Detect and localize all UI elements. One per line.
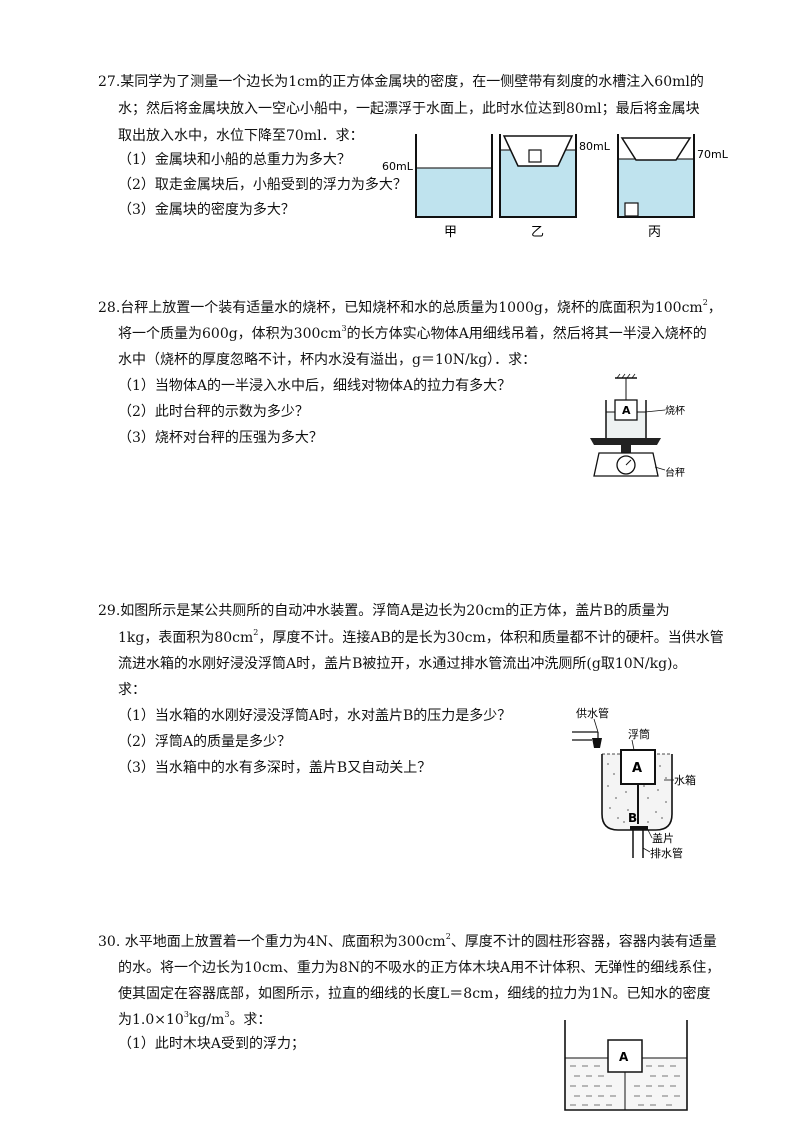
q29-line-3: 流进水箱的水刚好浸没浮筒A时，盖片B被拉开，水通过排水管流出冲洗厕所(g取10N… <box>118 656 687 672</box>
q29-figure: 供水管 A 浮筒 B 水箱 盖片 排水管 <box>572 706 696 860</box>
label-drain: 排水管 <box>650 846 683 860</box>
q30-figure: A <box>564 1020 688 1111</box>
q30-line-1: 30. 水平地面上放置着一个重力为4N、底面积为300cm2、厚度不计的圆柱形容… <box>98 932 717 951</box>
svg-text:A: A <box>622 404 631 417</box>
q27-subquestion-3: （3）金属块的密度为多大？ <box>118 202 295 218</box>
q29-line-1: 29.如图所示是某公共厕所的自动冲水装置。浮筒A是边长为20cm的正方体，盖片B… <box>98 603 670 619</box>
q29-subquestion-3: （3）当水箱中的水有多深时，盖片B又自动关上？ <box>118 760 432 776</box>
caption-bing: 丙 <box>648 225 661 240</box>
cylindrical-container <box>564 1020 688 1111</box>
q30-line-2: 的水。将一个边长为10cm、重力为8N的不吸水的正方体木块A用不计体积、无弹性的… <box>118 960 721 976</box>
q28-subquestion-1: （1）当物体A的一半浸入水中后，细线对物体A的拉力有多大？ <box>118 378 512 394</box>
q28-subquestion-3: （3）烧杯对台秤的压强为多大？ <box>118 430 323 446</box>
q28-figure: A 烧杯 台秤 <box>590 373 685 479</box>
q27-subquestion-2: （2）取走金属块后，小船受到的浮力为多大？ <box>118 177 407 193</box>
label-supply-pipe: 供水管 <box>576 706 609 720</box>
tank-jia: 60mL 甲 <box>382 134 493 240</box>
tank-yi: 80mL 乙 <box>499 134 611 240</box>
metal-block <box>528 149 542 163</box>
q27-line-2: 水；然后将金属块放入一空心小船中，一起漂浮于水面上，此时水位达到80ml；最后将… <box>118 101 700 117</box>
svg-text:B: B <box>628 811 637 825</box>
label-scale: 台秤 <box>665 466 685 479</box>
q27-line-1: 27.某同学为了测量一个边长为1cm的正方体金属块的密度，在一侧壁带有刻度的水槽… <box>98 74 704 90</box>
q28-line-2: 将一个质量为600g，体积为300cm3的长方体实心物体A用细线吊着，然后将其一… <box>118 324 707 343</box>
q29-subquestion-1: （1）当水箱的水刚好浸没浮筒A时，水对盖片B的压力是多少？ <box>118 708 512 724</box>
q29-subquestion-2: （2）浮筒A的质量是多少？ <box>118 734 292 750</box>
tank-bing: 70mL 丙 <box>617 134 729 240</box>
label-80ml: 80mL <box>579 140 611 153</box>
q30-line-4: 为1.0×103kg/m3。求： <box>118 1010 272 1029</box>
caption-jia: 甲 <box>444 225 457 240</box>
label-70ml: 70mL <box>697 148 729 161</box>
label-beaker: 烧杯 <box>665 404 685 417</box>
q29-line-2: 1kg，表面积为80cm2，厚度不计。连接AB的是长为30cm，体积和质量都不计… <box>118 628 724 647</box>
q30-subquestion-1: （1）此时木块A受到的浮力； <box>118 1036 306 1052</box>
svg-text:A: A <box>619 1050 629 1064</box>
label-60ml: 60mL <box>382 160 414 173</box>
q27-subquestion-1: （1）金属块和小船的总重力为多大？ <box>118 152 351 168</box>
cover-b <box>630 826 648 830</box>
q27-figure: 60mL 甲 80mL 乙 70mL 丙 <box>382 134 729 240</box>
q28-subquestion-2: （2）此时台秤的示数为多少？ <box>118 404 309 420</box>
q27-line-3: 取出放入水中，水位下降至70ml．求： <box>118 128 364 144</box>
label-tank: 水箱 <box>674 773 696 787</box>
q28-line-1: 28.台秤上放置一个装有适量水的烧杯，已知烧杯和水的总质量为1000g，烧杯的底… <box>98 298 722 317</box>
svg-text:A: A <box>632 761 642 776</box>
caption-yi: 乙 <box>531 225 544 240</box>
label-float: 浮筒 <box>628 727 650 741</box>
q30-line-3: 使其固定在容器底部，如图所示，拉直的细线的长度L＝8cm，细线的拉力为1N。已知… <box>118 986 711 1002</box>
q29-line-4: 求： <box>118 682 146 698</box>
object-a <box>614 399 638 421</box>
label-cover: 盖片 <box>652 831 674 845</box>
q28-line-3: 水中（烧杯的厚度忽略不计，杯内水没有溢出，g＝10N/kg）．求： <box>118 352 537 368</box>
sunk-metal-block <box>624 202 639 217</box>
